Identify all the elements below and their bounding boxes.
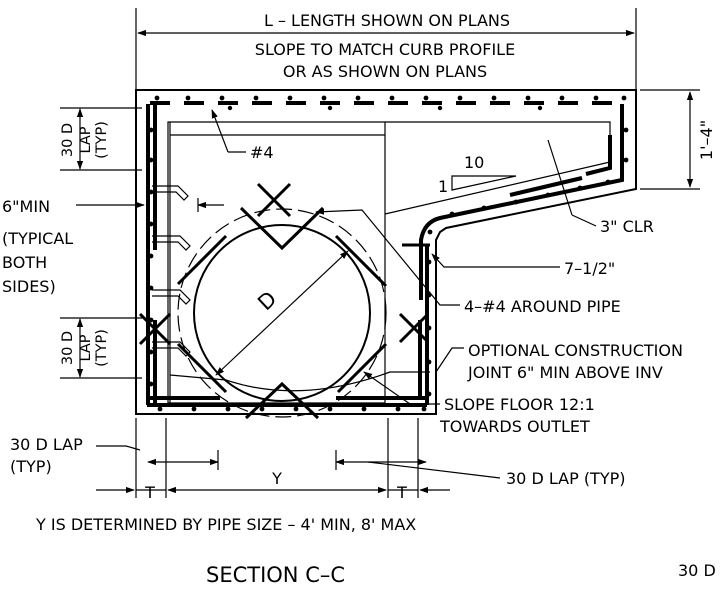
top-height-label: 1'–4" (697, 120, 716, 160)
length-dimension: L – LENGTH SHOWN ON PLANS (135, 8, 637, 90)
diameter-label: D (253, 287, 281, 316)
around-pipe-label: 4–#4 AROUND PIPE (464, 297, 621, 316)
slope-rise-label: 1 (438, 177, 448, 196)
section-title: SECTION C–C (206, 563, 345, 587)
lap-lower-word: LAP (78, 334, 94, 361)
lap-right-label: 30 D LAP (TYP) (506, 469, 626, 488)
lap-left-line1: 30 D LAP (10, 435, 83, 454)
thickness-label: 7–1/2" (564, 259, 615, 278)
optional-joint-line2: JOINT 6" MIN ABOVE INV (467, 363, 663, 382)
slope-run-label: 10 (464, 153, 484, 172)
lap-left-line2: (TYP) (10, 457, 52, 476)
length-label: L – LENGTH SHOWN ON PLANS (264, 11, 510, 30)
clear-label: 3" CLR (600, 217, 654, 236)
hook-bars (152, 185, 191, 357)
typical-line3: SIDES) (2, 277, 56, 296)
concrete-outline (135, 89, 637, 415)
slope-triangle (451, 175, 517, 191)
slope-label-line2: OR AS SHOWN ON PLANS (283, 62, 487, 81)
slope-label-line1: SLOPE TO MATCH CURB PROFILE (255, 40, 515, 59)
lap-top-30d: 30 D (60, 123, 76, 157)
typical-line2: BOTH (2, 253, 47, 272)
y-note: Y IS DETERMINED BY PIPE SIZE – 4' MIN, 8… (35, 515, 416, 534)
six-min-label: 6"MIN (2, 197, 50, 216)
top-height-dimension: 1'–4" (640, 89, 716, 190)
lap-top-typ: (TYP) (94, 121, 110, 159)
optional-joint-line1: OPTIONAL CONSTRUCTION (468, 341, 683, 360)
dim-t-right: T (396, 483, 407, 502)
lap-top-dimension: 30 D LAP (TYP) (60, 107, 142, 171)
floor-slope-line1: SLOPE FLOOR 12:1 (444, 395, 595, 414)
inner-cavity (167, 121, 611, 404)
lap-lower-typ: (TYP) (94, 329, 110, 367)
lap-top-word: LAP (78, 126, 94, 153)
bottom-dimensions: T Y T (96, 418, 450, 502)
typical-line1: (TYPICAL (2, 229, 73, 248)
cut-off-label: 30 D (678, 561, 716, 580)
bar4-label: #4 (250, 143, 274, 162)
reinforcement (146, 101, 624, 407)
floor-slope-line2: TOWARDS OUTLET (439, 417, 590, 436)
floor-slope (169, 371, 430, 392)
rebar-dots (148, 95, 629, 412)
dim-t-left: T (144, 483, 155, 502)
lap-lower-30d: 30 D (60, 331, 76, 365)
dim-y: Y (271, 469, 282, 488)
lap-lower-dimension: 30 D LAP (TYP) (60, 317, 142, 379)
pipe-bars (138, 182, 430, 420)
